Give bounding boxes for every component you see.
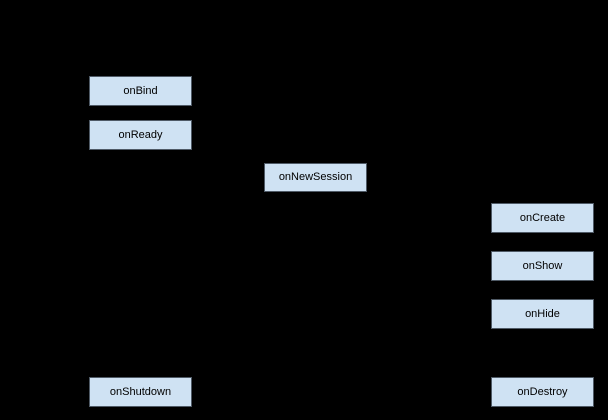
node-onshutdown: onShutdown bbox=[89, 377, 192, 407]
node-onshutdown-label: onShutdown bbox=[109, 385, 172, 398]
node-onready-label: onReady bbox=[118, 128, 163, 141]
node-ondestroy: onDestroy bbox=[491, 377, 594, 407]
node-onshow-label: onShow bbox=[522, 259, 563, 272]
node-oncreate-label: onCreate bbox=[519, 211, 566, 224]
node-onbind: onBind bbox=[89, 76, 192, 106]
node-oncreate: onCreate bbox=[491, 203, 594, 233]
node-onnewsession-label: onNewSession bbox=[278, 171, 353, 183]
node-onready: onReady bbox=[89, 120, 192, 150]
node-onhide: onHide bbox=[491, 299, 594, 329]
node-onbind-label: onBind bbox=[123, 84, 158, 97]
node-ondestroy-label: onDestroy bbox=[517, 385, 568, 398]
node-onhide-label: onHide bbox=[525, 307, 560, 320]
node-onnewsession: onNewSession bbox=[264, 163, 367, 192]
node-onshow: onShow bbox=[491, 251, 594, 281]
